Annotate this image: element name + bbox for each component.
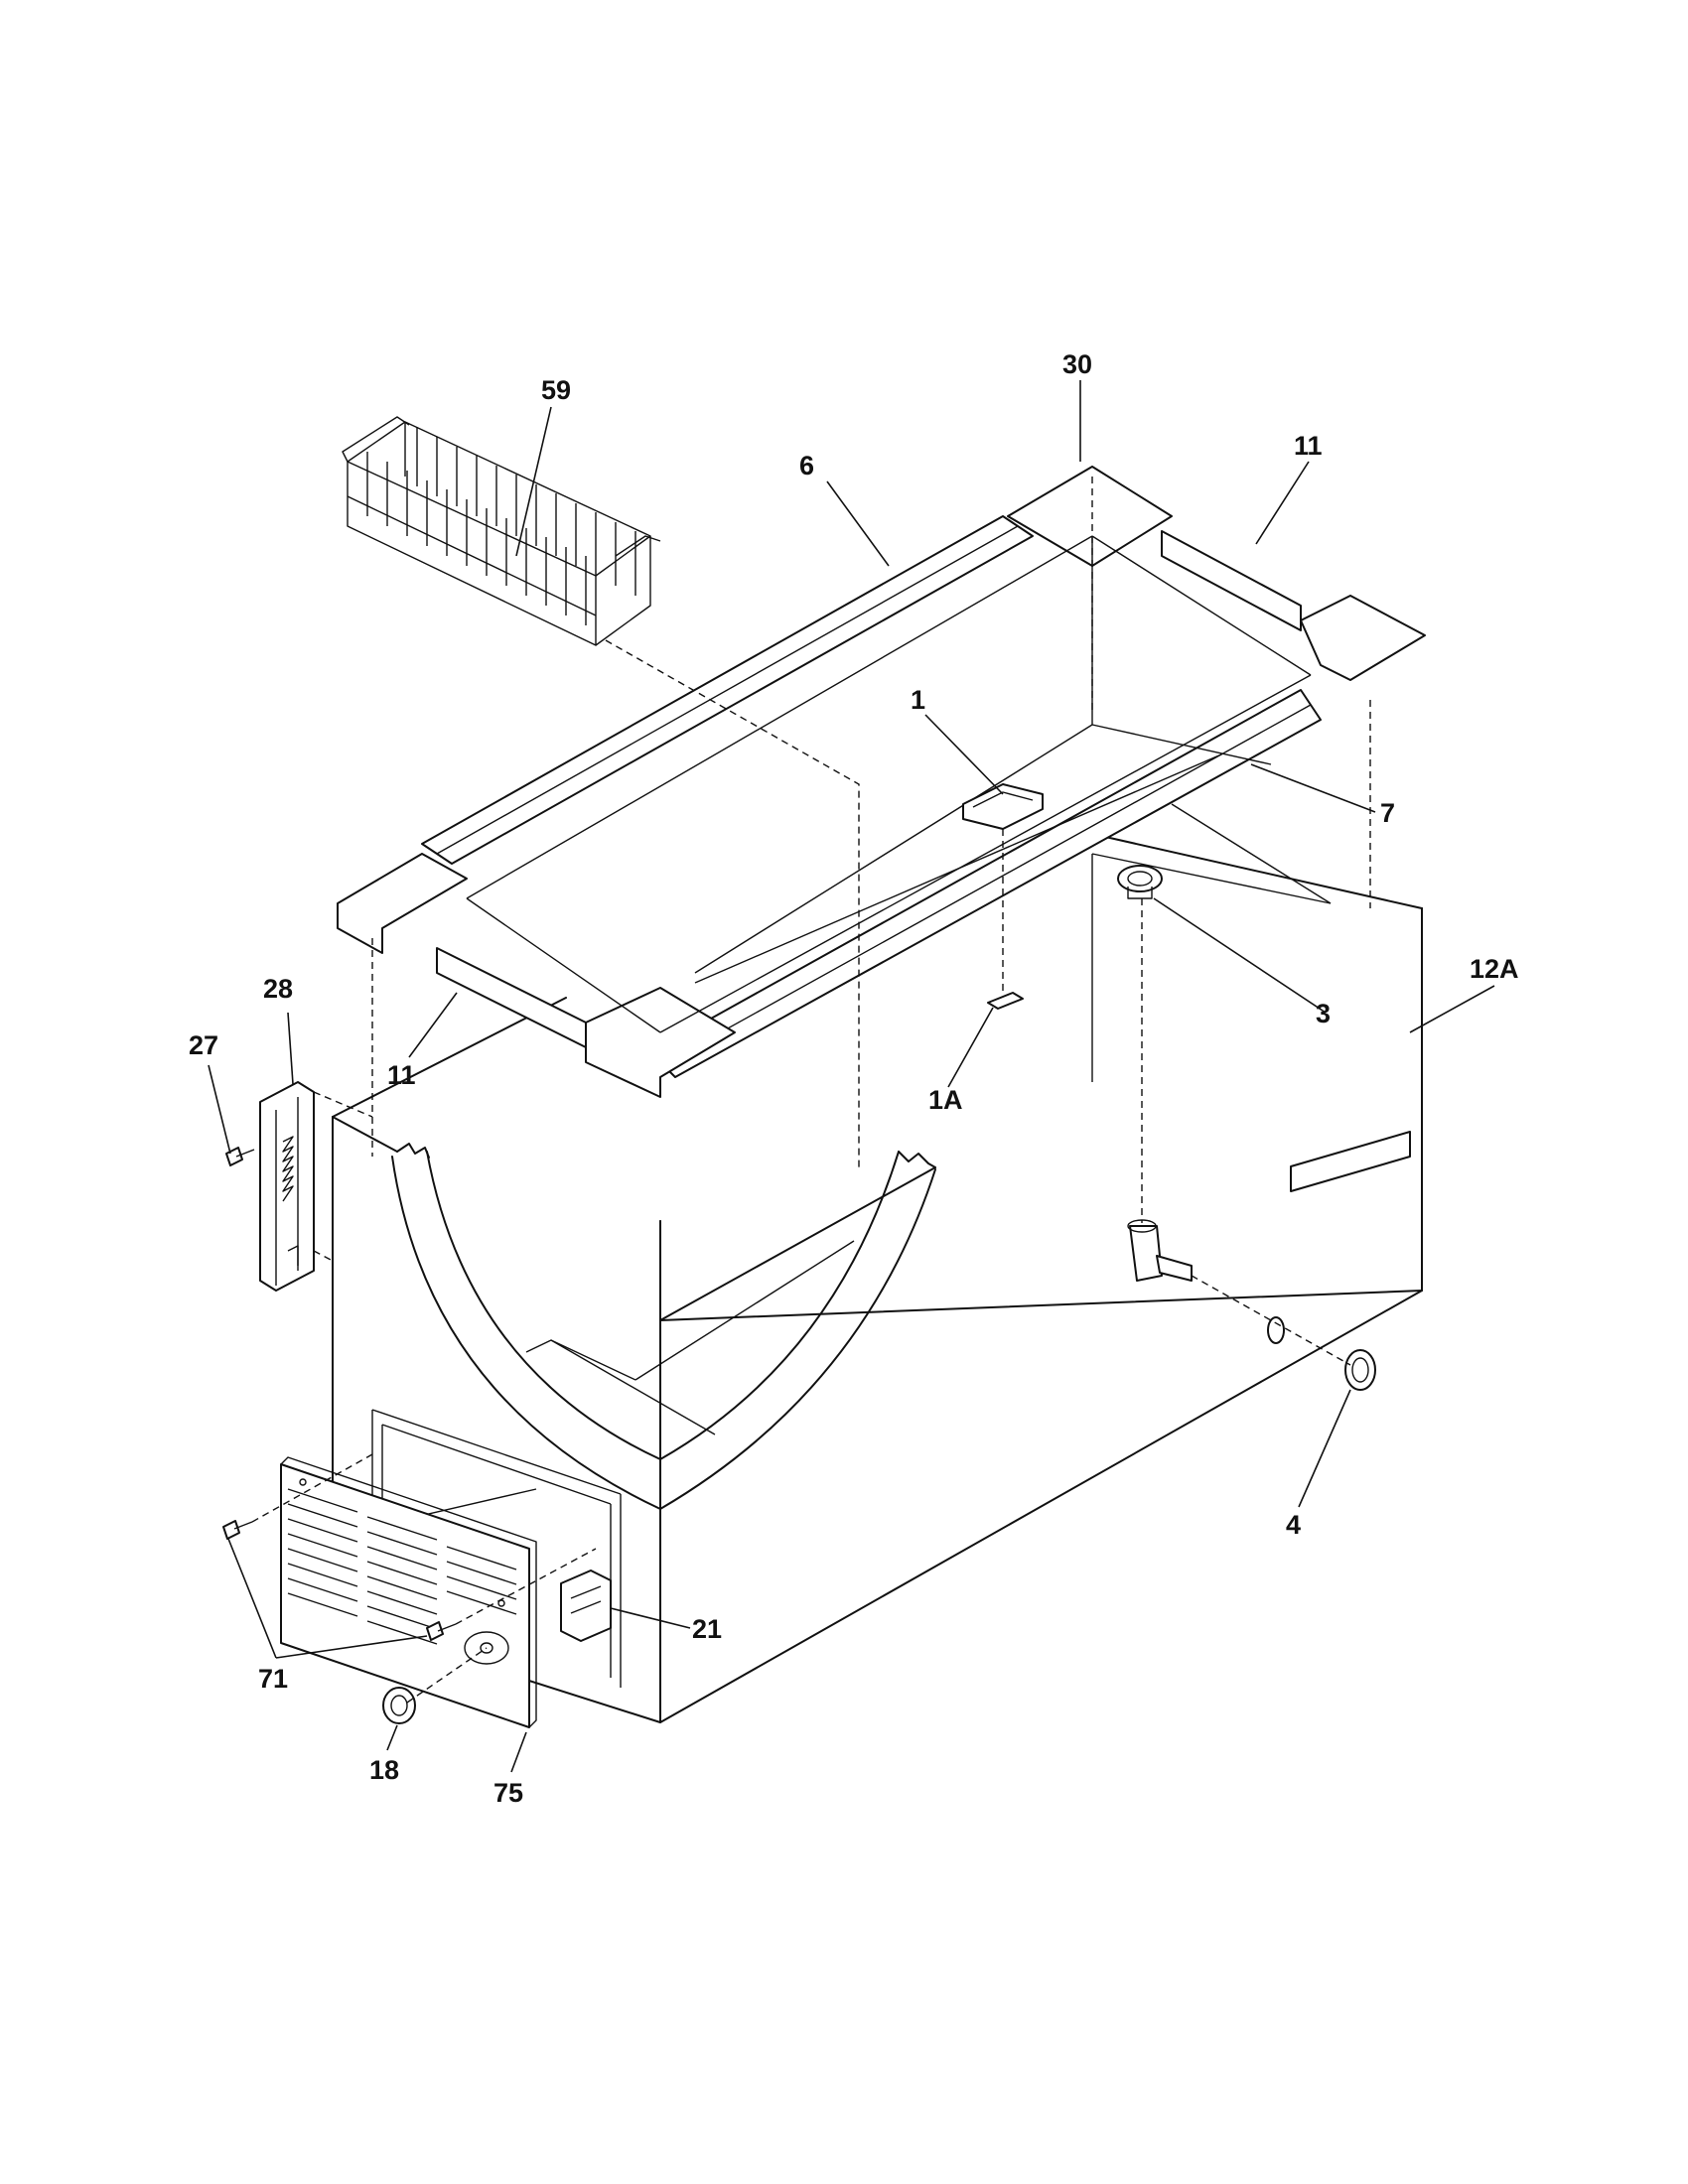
drain-plug xyxy=(1117,865,1163,899)
callout-6: 6 xyxy=(799,451,814,480)
callout-4: 4 xyxy=(1286,1510,1301,1540)
leader-lines xyxy=(208,380,1495,1773)
callout-71: 71 xyxy=(258,1664,288,1694)
breaker-strip-frame xyxy=(337,466,1426,1098)
wire-basket xyxy=(342,416,661,646)
callout-12A: 12A xyxy=(1470,954,1519,984)
callout-11-top: 11 xyxy=(1294,431,1323,461)
callout-1A: 1A xyxy=(928,1085,963,1115)
callout-27: 27 xyxy=(189,1030,218,1060)
alignment-lines xyxy=(251,477,1371,1704)
drain-gasket xyxy=(1267,1316,1285,1344)
callout-30: 30 xyxy=(1062,349,1092,379)
callout-3: 3 xyxy=(1316,999,1331,1028)
callout-75: 75 xyxy=(493,1778,523,1808)
thermostat-knob xyxy=(382,1687,416,1724)
grille-screw-upper xyxy=(222,1520,253,1540)
callout-18: 18 xyxy=(369,1755,399,1785)
callout-7: 7 xyxy=(1380,798,1395,828)
lock-keeper xyxy=(987,992,1024,1010)
drain-tube xyxy=(1127,1219,1193,1282)
callout-labels: 59 30 6 11 1 7 28 27 3 12A 11 1A 4 21 71… xyxy=(189,349,1519,1808)
callout-28: 28 xyxy=(263,974,293,1004)
drain-cap xyxy=(1344,1349,1376,1391)
lid-handle xyxy=(962,783,1044,830)
callout-11-bottom: 11 xyxy=(387,1060,416,1090)
hinge-screw xyxy=(225,1147,255,1166)
lid-hinge xyxy=(259,1081,315,1292)
callout-59: 59 xyxy=(541,375,571,405)
thermostat-control xyxy=(560,1570,612,1642)
callout-21: 21 xyxy=(692,1614,722,1644)
grille-screw-lower xyxy=(426,1621,457,1641)
callout-1: 1 xyxy=(911,685,925,715)
